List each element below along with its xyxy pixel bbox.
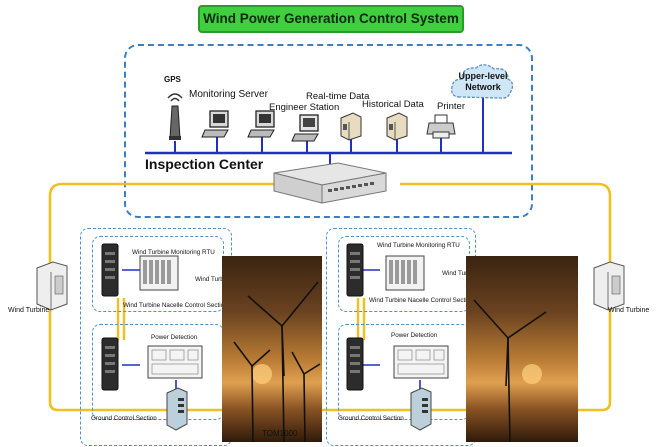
left-wind-turbine-label: Wind Turbine	[8, 307, 50, 314]
left-wind-turbine-label-2: Wind Turbine	[195, 276, 233, 283]
historical-data-server-icon	[340, 112, 362, 141]
right-nacelle-switch-icon	[346, 243, 364, 297]
monitoring-server-computer-icon	[201, 110, 229, 138]
printer-label: Printer	[437, 101, 465, 112]
upper-level-network-label: Upper-level Network	[458, 71, 508, 92]
real-time-server-icon	[386, 112, 408, 141]
left-nacelle-label: Wind Turbine Nacelle Control Section	[123, 302, 228, 309]
gps-antenna-icon	[167, 93, 183, 140]
right-power-detection-label: Power Detection	[391, 332, 438, 339]
right-ground-control-label: Ground Control Section	[338, 415, 404, 422]
right-rtu-label: Wind Turbine Monitoring RTU	[377, 242, 460, 249]
right-ground-switch-icon	[346, 337, 364, 391]
cloud-icon	[451, 64, 514, 99]
left-rtu-label: Wind Turbine Monitoring RTU	[132, 249, 215, 256]
engineer-station-label: Engineer Station	[269, 102, 340, 113]
left-ground-switch-icon	[101, 337, 119, 391]
historical-data-label: Historical Data	[362, 99, 424, 110]
printer-icon	[426, 114, 456, 139]
left-ground-controller-icon	[166, 387, 188, 431]
right-wind-turbine-label: Wind Turbine	[608, 307, 650, 314]
left-power-detection-label: Power Detection	[151, 334, 198, 341]
right-power-meter-icon	[393, 345, 449, 379]
right-wind-farm-photo	[466, 256, 578, 443]
inspection-center-box	[124, 44, 533, 218]
left-nacelle-switch-icon	[101, 243, 119, 297]
right-wind-turbine-label-2: Wind Turbine	[442, 270, 480, 277]
fiber-ring	[48, 182, 612, 412]
real-time-data-computer-icon	[291, 114, 319, 142]
right-turbine-cabinet-icon	[593, 261, 625, 311]
right-nacelle-label: Wind Turbine Nacelle Control Section	[369, 297, 474, 304]
monitoring-server-label: Monitoring Server	[189, 89, 268, 100]
gps-label: GPS	[164, 75, 181, 84]
engineer-station-computer-icon	[247, 110, 275, 138]
right-rtu-panel-icon	[385, 255, 425, 291]
left-turbine-cabinet-icon	[36, 261, 68, 311]
inspection-center-label: Inspection Center	[145, 156, 264, 172]
left-rtu-panel-icon	[139, 255, 179, 291]
diagram-title: Wind Power Generation Control System	[198, 5, 464, 33]
left-ground-control-label: Ground Control Section	[91, 415, 157, 422]
tom1000-label: TOM1000	[262, 429, 298, 438]
real-time-data-label: Real-time Data	[306, 91, 370, 102]
right-ground-controller-icon	[410, 387, 432, 431]
core-switch-device	[273, 162, 387, 204]
left-power-meter-icon	[147, 345, 203, 379]
left-wind-farm-photo	[222, 256, 322, 443]
